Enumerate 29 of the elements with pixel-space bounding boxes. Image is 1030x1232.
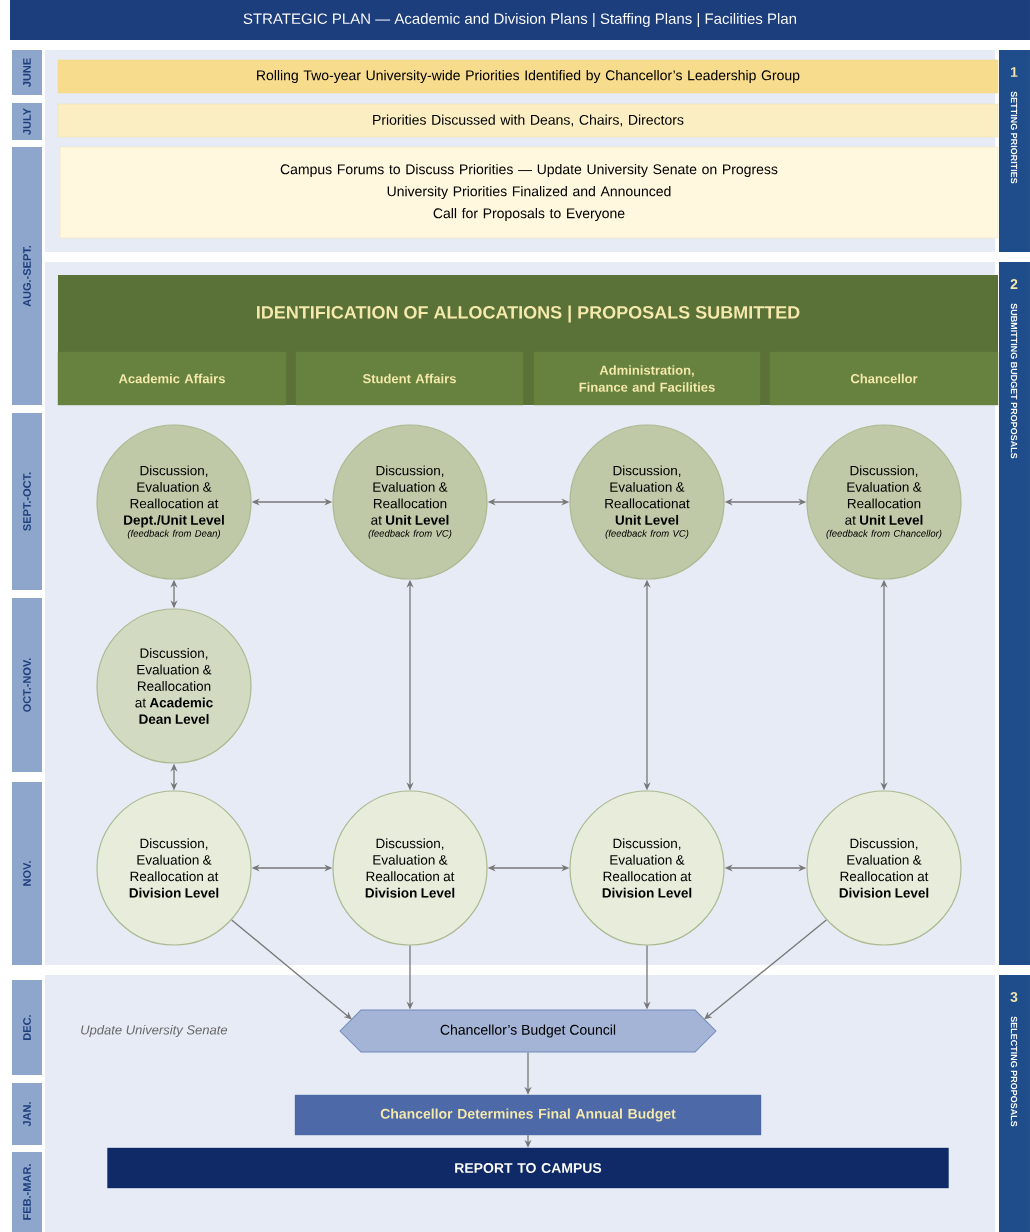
phase-label: SETTING PRIORITIES — [1010, 91, 1018, 184]
phase-label: SUBMITTING BUDGET PROPOSALS — [1010, 303, 1018, 459]
report-banner: REPORT TO CAMPUS — [107, 1147, 949, 1189]
division-tab: Academic Affairs — [57, 351, 287, 406]
budget-box: Chancellor Determines Final Annual Budget — [294, 1094, 762, 1136]
arrow — [704, 919, 827, 1020]
arrow — [231, 919, 352, 1020]
month-tab: JUNE — [12, 50, 42, 95]
priority-box: Priorities Discussed with Deans, Chairs, Directors — [57, 103, 999, 138]
phase-number: 3 — [1010, 992, 1018, 1002]
phase-number: 1 — [1011, 67, 1018, 77]
side-note: Update University Senate — [81, 1024, 228, 1038]
council-hexagon: Chancellor’s Budget Council — [339, 1009, 717, 1053]
month-tab: NOV. — [12, 782, 42, 965]
division-tab: Chancellor — [769, 351, 999, 406]
month-tab: SEPT.-OCT. — [12, 413, 42, 590]
month-tab: FEB.-MAR. — [12, 1152, 42, 1232]
division-tab: Administration, Finance and Facilities — [533, 351, 761, 406]
phase-number: 2 — [1010, 279, 1018, 289]
month-tab: OCT.-NOV. — [12, 598, 42, 772]
month-tab: JAN. — [12, 1083, 42, 1145]
division-tab: Student Affairs — [295, 351, 524, 406]
month-tab: AUG.-SEPT. — [12, 147, 42, 405]
phase-label: SELECTING PROPOSALS — [1010, 1016, 1018, 1127]
priority-box: Campus Forums to Discuss Priorities — Update University Senate on Progress University Priorities Finalized and Announced Call for Proposals to Everyone — [59, 146, 999, 239]
month-tab: JULY — [12, 103, 42, 140]
month-tab: DEC. — [12, 980, 42, 1075]
title-bar: STRATEGIC PLAN — Academic and Division Plans | Staffing Plans | Facilities Plan — [10, 0, 1030, 40]
priority-box: Rolling Two-year University-wide Priorities Identified by Chancellor’s Leadership Group — [57, 59, 999, 94]
